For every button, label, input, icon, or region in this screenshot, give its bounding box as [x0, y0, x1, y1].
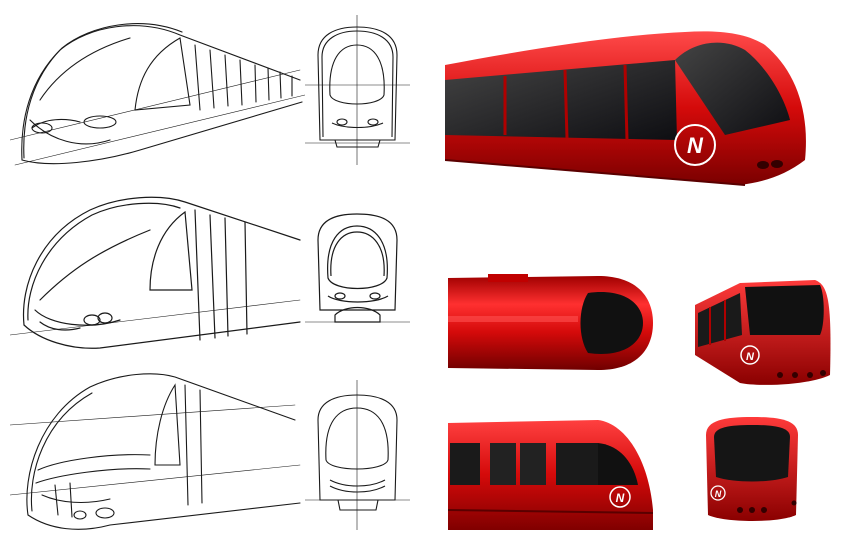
sketch-perspective-1 — [10, 10, 305, 180]
sketch-front-2 — [300, 200, 415, 340]
render-side: N — [448, 415, 658, 535]
logo-letter: N — [715, 489, 722, 499]
render-three-quarter: N — [690, 275, 835, 390]
render-top — [448, 268, 658, 378]
logo-letter: N — [616, 491, 625, 505]
sketch-perspective-2 — [10, 190, 305, 360]
logo-letter: N — [687, 133, 704, 158]
logo-letter: N — [746, 351, 755, 363]
render-front: N — [700, 415, 805, 530]
sketch-front-1 — [300, 15, 415, 165]
render-perspective: N — [445, 20, 845, 195]
sketch-perspective-3 — [10, 365, 305, 540]
sketch-front-3 — [300, 380, 415, 530]
